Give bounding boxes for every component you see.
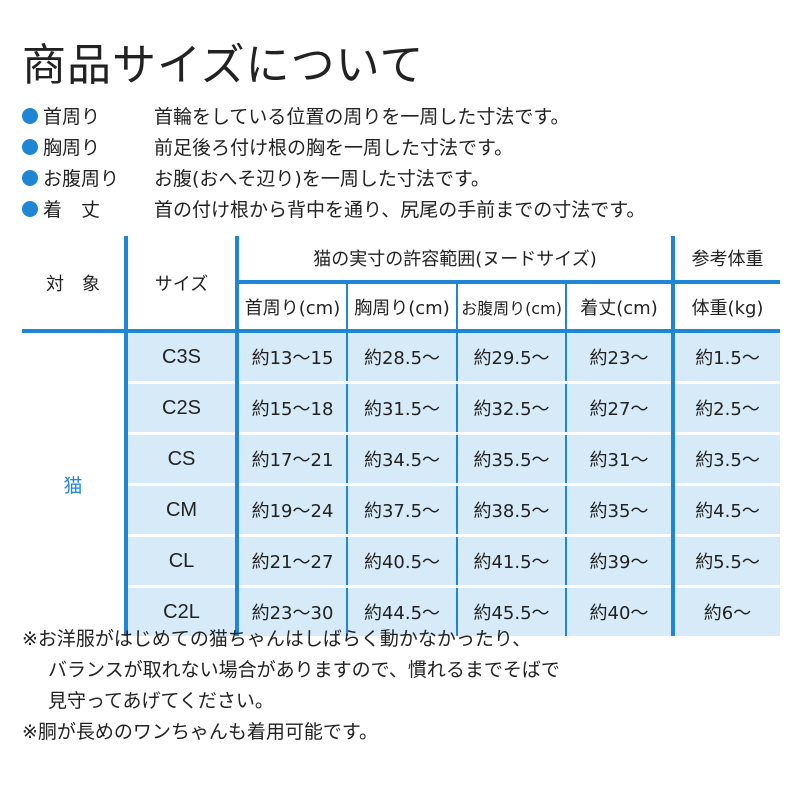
note-line: 見守ってあげてください。 <box>48 690 274 712</box>
definition-label: 着 丈 <box>43 199 101 221</box>
definition-text: お腹(おへそ辺り)を一周した寸法です。 <box>154 168 490 190</box>
category-cat: 猫 <box>63 475 83 497</box>
neck-value: 約23〜30 <box>235 585 347 636</box>
definition-label: 胸周り <box>43 137 101 159</box>
header-size: サイズ <box>124 236 237 333</box>
notes: ※お洋服がはじめての猫ちゃんはしばらく動かなかったり、 バランスが取れない場合が… <box>22 624 560 748</box>
chest-value: 約40.5〜 <box>346 534 457 587</box>
length-value: 約35〜 <box>564 483 674 536</box>
header-weight: 体重(kg) <box>671 280 781 333</box>
neck-value: 約19〜24 <box>235 483 347 536</box>
note-line: ※お洋服がはじめての猫ちゃんはしばらく動かなかったり、 <box>22 628 532 650</box>
neck-value: 約13〜15 <box>235 331 347 383</box>
definition-length: 着 丈 首の付け根から背中を通り、尻尾の手前までの寸法です。 <box>22 193 645 224</box>
length-value: 約27〜 <box>564 381 674 434</box>
definition-text: 前足後ろ付け根の胸を一周した寸法です。 <box>154 137 514 159</box>
belly-value: 約41.5〜 <box>456 534 566 587</box>
size-name: CS <box>124 432 237 485</box>
neck-value: 約21〜27 <box>235 534 347 587</box>
table-row: C2L 約23〜30 約44.5〜 約45.5〜 約40〜 約6〜 <box>22 585 781 636</box>
bullet-dot-icon <box>22 107 38 124</box>
length-value: 約23〜 <box>564 331 674 383</box>
neck-value: 約15〜18 <box>235 381 347 434</box>
weight-value: 約4.5〜 <box>671 483 781 536</box>
header-weight-group: 参考体重 <box>671 236 781 282</box>
table-row: C2S 約15〜18 約31.5〜 約32.5〜 約27〜 約2.5〜 <box>22 381 781 434</box>
belly-value: 約38.5〜 <box>456 483 566 536</box>
size-name: C3S <box>124 331 237 383</box>
weight-value: 約5.5〜 <box>671 534 781 587</box>
length-value: 約31〜 <box>564 432 674 485</box>
size-name: C2L <box>124 585 237 636</box>
definition-label: 首周り <box>43 106 101 128</box>
weight-value: 約6〜 <box>671 585 781 636</box>
table-row: CS 約17〜21 約34.5〜 約35.5〜 約31〜 約3.5〜 <box>22 432 781 485</box>
chest-value: 約31.5〜 <box>346 381 457 434</box>
header-nude-size-group: 猫の実寸の許容範囲(ヌードサイズ) <box>234 236 674 282</box>
belly-value: 約29.5〜 <box>456 331 566 383</box>
chest-value: 約34.5〜 <box>346 432 457 485</box>
weight-value: 約3.5〜 <box>671 432 781 485</box>
definition-text: 首の付け根から背中を通り、尻尾の手前までの寸法です。 <box>154 199 646 221</box>
length-value: 約39〜 <box>564 534 674 587</box>
page-title: 商品サイズについて <box>22 40 425 91</box>
definition-chest: 胸周り 前足後ろ付け根の胸を一周した寸法です。 <box>22 131 645 162</box>
definition-text: 首輪をしている位置の周りを一周した寸法です。 <box>154 106 570 128</box>
definition-label: お腹周り <box>43 168 120 190</box>
size-name: CM <box>124 483 237 536</box>
size-table: 対 象 サイズ 猫の実寸の許容範囲(ヌードサイズ) 参考体重 首周り(cm) 胸… <box>22 236 781 636</box>
table-row: 猫 C3S 約13〜15 約28.5〜 約29.5〜 約23〜 約1.5〜 <box>22 331 781 497</box>
definition-neck: 首周り 首輪をしている位置の周りを一周した寸法です。 <box>22 100 645 131</box>
size-name: C2S <box>124 381 237 434</box>
header-length: 着丈(cm) <box>564 280 674 333</box>
belly-value: 約45.5〜 <box>456 585 566 636</box>
weight-value: 約2.5〜 <box>671 381 781 434</box>
table-row: CM 約19〜24 約37.5〜 約38.5〜 約35〜 約4.5〜 <box>22 483 781 536</box>
measurement-definitions: 首周り 首輪をしている位置の周りを一周した寸法です。 胸周り 前足後ろ付け根の胸… <box>22 100 645 224</box>
belly-value: 約35.5〜 <box>456 432 566 485</box>
note-line: バランスが取れない場合がありますので、慣れるまでそばで <box>48 659 560 681</box>
length-value: 約40〜 <box>564 585 674 636</box>
chest-value: 約28.5〜 <box>346 331 457 383</box>
note-line: ※胴が長めのワンちゃんも着用可能です。 <box>22 721 379 743</box>
weight-value: 約1.5〜 <box>671 331 781 383</box>
bullet-dot-icon <box>22 138 38 155</box>
bullet-dot-icon <box>22 200 38 217</box>
neck-value: 約17〜21 <box>235 432 347 485</box>
chest-value: 約44.5〜 <box>346 585 457 636</box>
chest-value: 約37.5〜 <box>346 483 457 536</box>
table-row: CL 約21〜27 約40.5〜 約41.5〜 約39〜 約5.5〜 <box>22 534 781 587</box>
definition-belly: お腹周り お腹(おへそ辺り)を一周した寸法です。 <box>22 162 645 193</box>
belly-value: 約32.5〜 <box>456 381 566 434</box>
header-chest: 胸周り(cm) <box>346 280 457 333</box>
header-belly: お腹周り(cm) <box>456 280 566 333</box>
bullet-dot-icon <box>22 169 38 186</box>
header-target: 対 象 <box>22 236 126 333</box>
size-name: CL <box>124 534 237 587</box>
header-neck: 首周り(cm) <box>235 280 347 333</box>
